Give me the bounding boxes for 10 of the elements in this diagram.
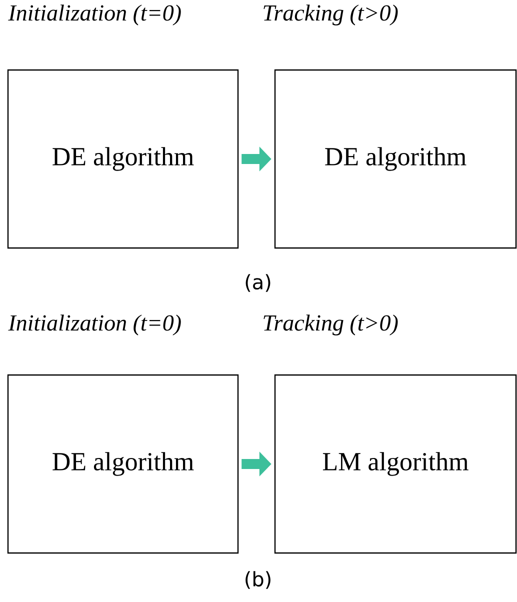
panel-label: (a) [246,274,270,292]
heading: Initialization (t=0) [8,4,181,26]
heading: Tracking (t>0) [264,4,398,26]
algorithm-box: DE algorithm [7,374,239,554]
heading: Tracking (t>0) [264,314,398,336]
algorithm-box: DE algorithm [274,69,517,249]
algorithm-box: DE algorithm [7,69,239,249]
algorithm-box: LM algorithm [274,374,517,554]
heading: Initialization (t=0) [8,314,181,336]
panel-label: (b) [246,571,270,589]
